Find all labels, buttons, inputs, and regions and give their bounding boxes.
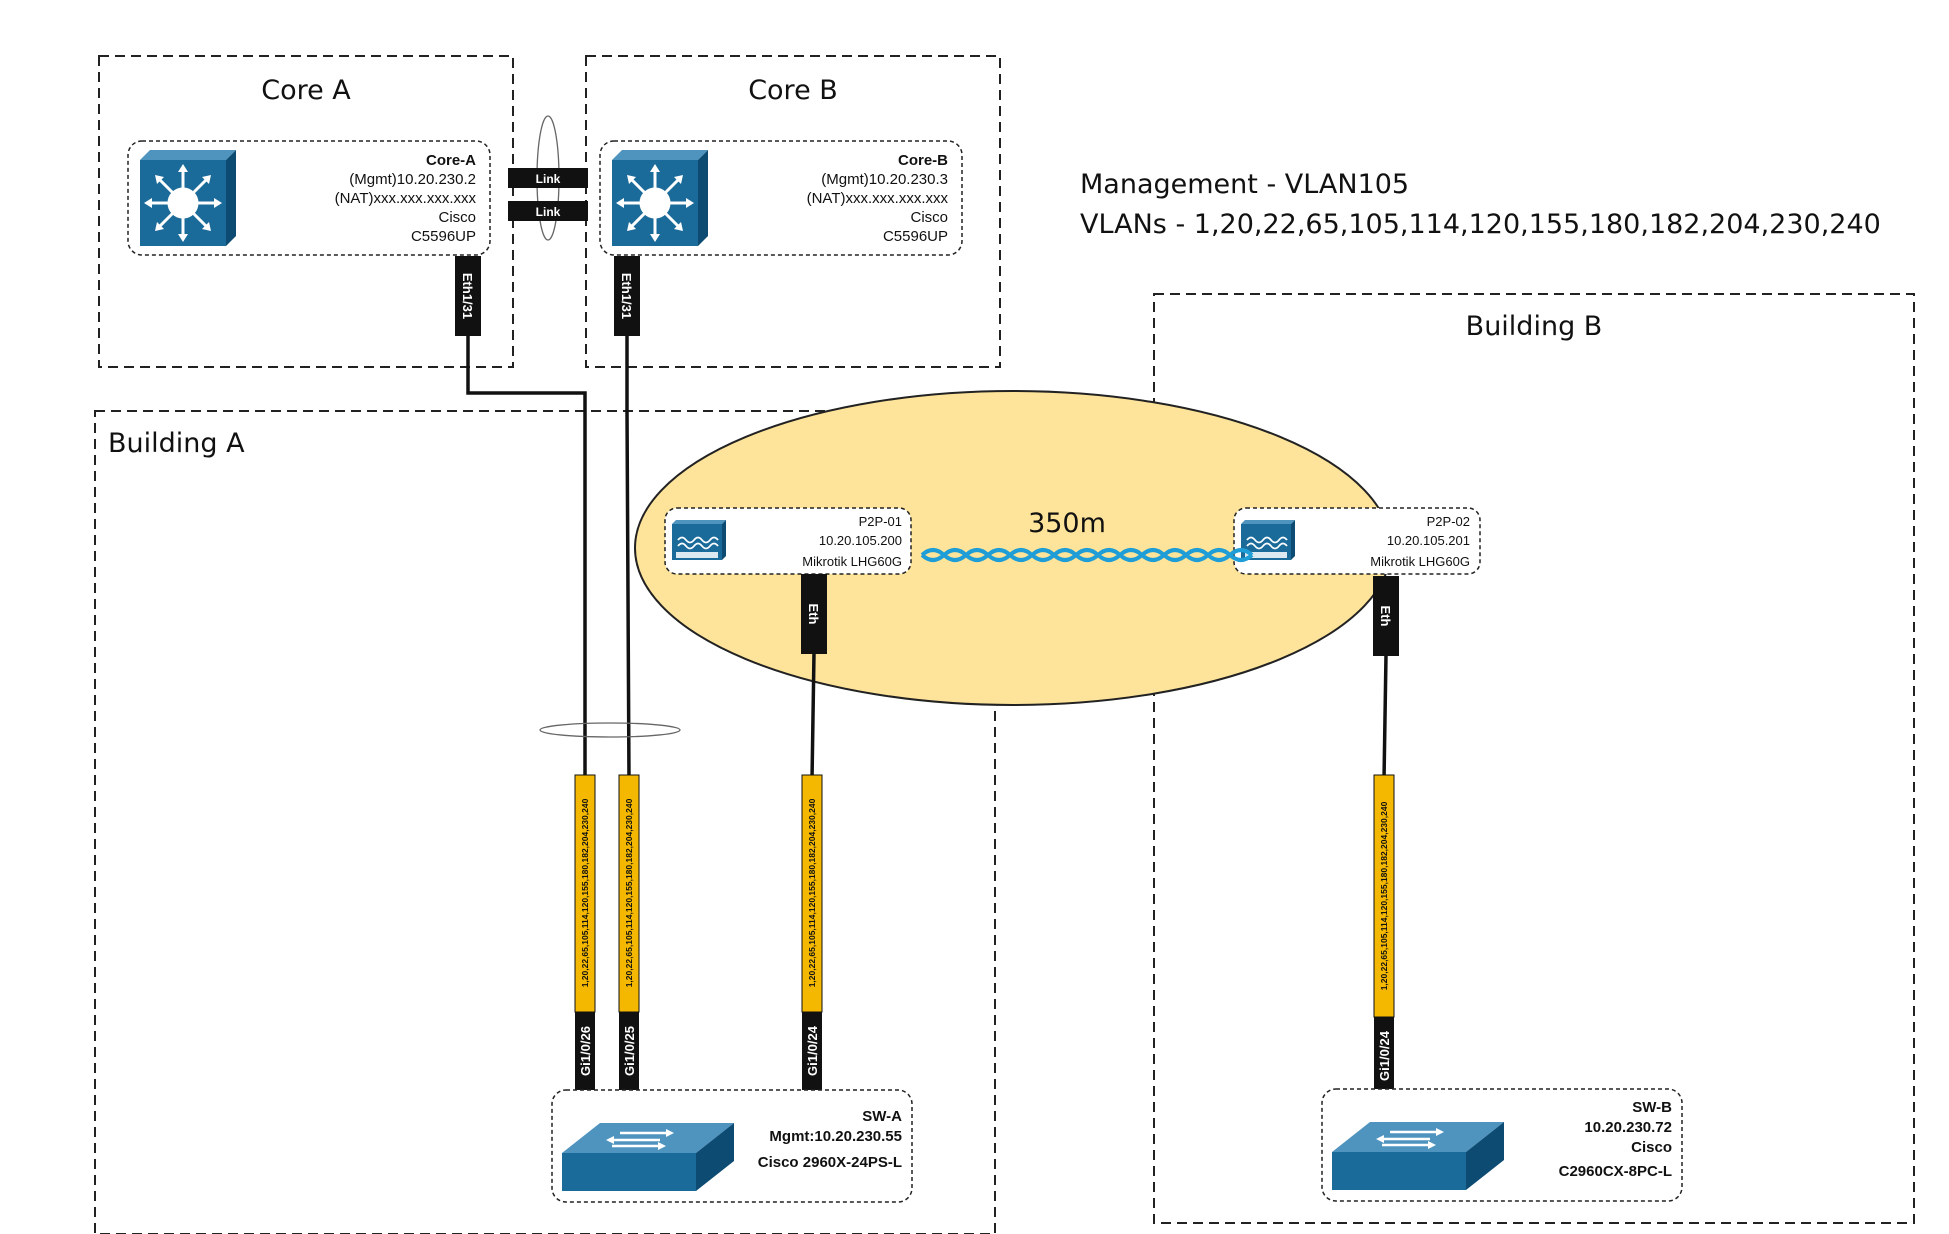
device-p2p-02[interactable] xyxy=(1233,507,1481,575)
port-core-b-eth1-31 xyxy=(614,256,640,336)
core-b-model: C5596UP xyxy=(883,228,948,245)
wireless-wave-link xyxy=(920,548,1254,562)
layer3-switch-icon xyxy=(610,148,710,248)
cable-core-b-to-sw-a xyxy=(625,336,631,781)
port-core-a-eth1-31-label: Eth1/31 xyxy=(460,273,475,319)
port-sw-a-gi26-label: Gi1/0/26 xyxy=(578,1026,593,1076)
zone-building-b xyxy=(1153,293,1915,1224)
trunk-sw-a-gi25: 1,20,22,65,105,114,120,155,180,182,204,2… xyxy=(618,774,640,1090)
port-p2p-01-eth xyxy=(801,574,827,654)
port-channel-bundle-sw-a xyxy=(539,722,681,738)
p2p-01-ip: 10.20.105.200 xyxy=(819,533,902,548)
trunk-sw-b-gi24: 1,20,22,65,105,114,120,155,180,182,204,2… xyxy=(1373,774,1395,1095)
port-p2p-02-eth-label: Eth xyxy=(1378,606,1393,627)
vlan-tag-sw-b-gi24: 1,20,22,65,105,114,120,155,180,182,204,2… xyxy=(1379,801,1389,990)
trunk-sw-a-gi26: 1,20,22,65,105,114,120,155,180,182,204,2… xyxy=(574,774,596,1090)
p2p-02-model: Mikrotik LHG60G xyxy=(1370,554,1470,569)
core-b-name: Core-B xyxy=(898,152,948,169)
trunk-sw-a-gi24: 1,20,22,65,105,114,120,155,180,182,204,2… xyxy=(801,774,823,1090)
wireless-distance-label: 350m xyxy=(1028,508,1106,539)
port-core-a-eth1-31 xyxy=(455,256,481,336)
cable-core-a-to-sw-a xyxy=(466,336,587,780)
core-b-vendor: Cisco xyxy=(910,209,948,226)
interlink-1-label: Link xyxy=(536,172,561,186)
core-b-mgmt: (Mgmt)10.20.230.3 xyxy=(821,171,948,188)
vlan-tag-sw-a-gi24: 1,20,22,65,105,114,120,155,180,182,204,2… xyxy=(807,798,817,987)
sw-b-vendor: Cisco xyxy=(1631,1139,1672,1156)
zone-title-core-a: Core A xyxy=(261,75,351,106)
wireless-bridge-icon xyxy=(671,519,727,561)
sw-b-name: SW-B xyxy=(1632,1099,1672,1116)
interlink-2 xyxy=(508,201,588,221)
vlan-tag-sw-a-gi25: 1,20,22,65,105,114,120,155,180,182,204,2… xyxy=(624,798,634,987)
cable-p2p-02-to-sw-b xyxy=(1382,654,1388,781)
zone-title-building-b: Building B xyxy=(1466,311,1603,342)
zone-title-building-a: Building A xyxy=(108,428,245,459)
sw-a-name: SW-A xyxy=(862,1108,902,1125)
sw-b-model: C2960CX-8PC-L xyxy=(1559,1163,1672,1180)
sw-a-model: Cisco 2960X-24PS-L xyxy=(758,1154,902,1171)
port-sw-b-gi24-label: Gi1/0/24 xyxy=(1377,1030,1392,1081)
vlan-tag-sw-a-gi26: 1,20,22,65,105,114,120,155,180,182,204,2… xyxy=(580,798,590,987)
port-sw-a-gi25-label: Gi1/0/25 xyxy=(622,1026,637,1076)
zone-core-b xyxy=(585,55,1001,368)
device-p2p-01[interactable] xyxy=(664,507,912,575)
zone-building-a xyxy=(94,410,996,1234)
layer3-switch-icon xyxy=(138,148,238,248)
p2p-02-name: P2P-02 xyxy=(1427,514,1470,529)
management-vlan-label: Management - VLAN105 xyxy=(1080,169,1409,200)
port-p2p-01-eth-label: Eth xyxy=(806,604,821,625)
cable-p2p-01-to-sw-a xyxy=(810,652,816,781)
port-sw-a-gi24-label: Gi1/0/24 xyxy=(805,1025,820,1076)
switch-icon xyxy=(560,1121,736,1193)
interlink-2-label: Link xyxy=(536,205,561,219)
port-core-b-eth1-31-label: Eth1/31 xyxy=(619,273,634,319)
sw-b-ip: 10.20.230.72 xyxy=(1584,1119,1672,1136)
sw-a-mgmt: Mgmt:10.20.230.55 xyxy=(769,1128,902,1145)
core-a-model: C5596UP xyxy=(411,228,476,245)
core-a-vendor: Cisco xyxy=(438,209,476,226)
interlink-1 xyxy=(508,168,588,188)
zone-title-core-b: Core B xyxy=(748,75,838,106)
switch-icon xyxy=(1330,1120,1506,1192)
core-a-nat: (NAT)xxx.xxx.xxx.xxx xyxy=(335,190,477,207)
core-a-name: Core-A xyxy=(426,152,476,169)
vlan-list-label: VLANs - 1,20,22,65,105,114,120,155,180,1… xyxy=(1080,209,1881,240)
p2p-02-ip: 10.20.105.201 xyxy=(1387,533,1470,548)
p2p-01-model: Mikrotik LHG60G xyxy=(802,554,902,569)
port-p2p-02-eth xyxy=(1373,576,1399,656)
p2p-01-name: P2P-01 xyxy=(859,514,902,529)
core-a-mgmt: (Mgmt)10.20.230.2 xyxy=(349,171,476,188)
core-b-nat: (NAT)xxx.xxx.xxx.xxx xyxy=(807,190,949,207)
